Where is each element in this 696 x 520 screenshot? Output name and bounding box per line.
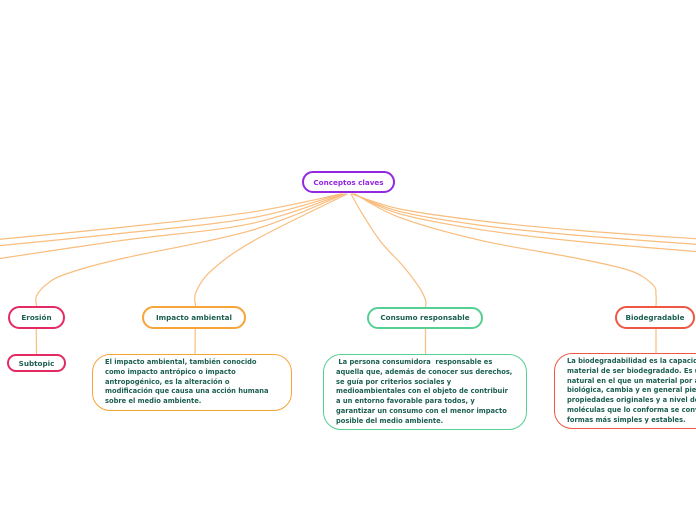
topic-node-erosion[interactable]: Erosión bbox=[8, 306, 65, 329]
connector-offscreen-right-1 bbox=[351, 193, 696, 240]
connector-consumo bbox=[350, 193, 427, 308]
topic-node-subtopic[interactable]: Subtopic bbox=[7, 354, 66, 372]
note-impacto-ambiental[interactable]: El impacto ambiental, también conocido c… bbox=[92, 354, 292, 411]
connector-offscreen-right-3 bbox=[353, 193, 696, 253]
topic-node-root[interactable]: Conceptos claves bbox=[302, 171, 395, 193]
topic-node-biodegradable[interactable]: Biodegradable bbox=[615, 306, 695, 329]
note-consumo-responsable[interactable]: La persona consumidora responsable es aq… bbox=[323, 354, 527, 431]
connector-biodegradable bbox=[354, 193, 657, 307]
topic-node-consumo-responsable[interactable]: Consumo responsable bbox=[367, 307, 483, 329]
connector-impacto bbox=[194, 193, 348, 307]
connector-offscreen-left-1 bbox=[0, 193, 342, 240]
topic-label-impacto-ambiental: Impacto ambiental bbox=[156, 313, 232, 322]
topic-label-biodegradable: Biodegradable bbox=[625, 313, 685, 322]
topic-label-root: Conceptos claves bbox=[313, 177, 384, 187]
topic-node-impacto-ambiental[interactable]: Impacto ambiental bbox=[142, 306, 246, 329]
topic-label-subtopic: Subtopic bbox=[18, 358, 55, 368]
connector-offscreen-right-2 bbox=[352, 193, 696, 245]
note-biodegradable[interactable]: La biodegradabilidad es la capacidad de … bbox=[554, 353, 696, 430]
connector-erosion bbox=[35, 193, 346, 307]
connector-offscreen-left-3 bbox=[0, 193, 345, 260]
connector-offscreen-left-2 bbox=[0, 193, 343, 247]
topic-label-erosion: Erosión bbox=[21, 313, 52, 322]
topic-label-consumo-responsable: Consumo responsable bbox=[380, 313, 470, 323]
